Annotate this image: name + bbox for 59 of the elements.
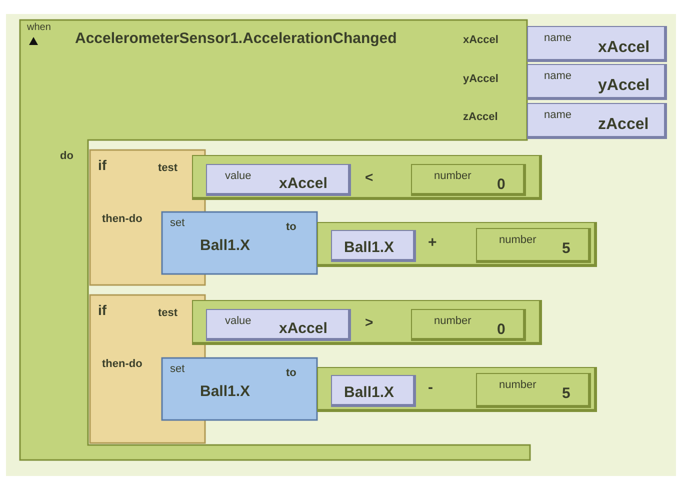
operator-label: > (365, 315, 374, 329)
parameter-label: xAccel (463, 35, 498, 46)
operator-label: - (428, 380, 433, 395)
set-block (162, 212, 317, 274)
math-block (317, 222, 597, 267)
keyword-label: value (225, 316, 252, 327)
math-block (317, 367, 597, 412)
socket-label: then-do (102, 214, 142, 225)
socket-label: then-do (102, 359, 142, 370)
keyword-label: do (60, 151, 74, 162)
socket-label: test (158, 308, 178, 319)
keyword-label: if (98, 303, 107, 317)
value-block (206, 309, 351, 341)
operator-label: + (428, 235, 437, 250)
number-block (411, 309, 526, 341)
variable-name: xAccel (279, 321, 328, 336)
getter-block (331, 230, 416, 262)
number-value: 5 (562, 241, 570, 256)
property-name: Ball1.X (344, 240, 394, 255)
keyword-label: name (544, 71, 572, 82)
parameter-label: zAccel (463, 112, 498, 123)
parameter-block (527, 64, 667, 100)
operator-label: < (365, 170, 374, 184)
keyword-label: value (225, 171, 252, 182)
parameter-name: xAccel (598, 40, 650, 56)
parameter-label: yAccel (463, 74, 498, 85)
property-name: Ball1.X (344, 385, 394, 400)
parameter-block (527, 103, 667, 139)
variable-name: xAccel (279, 176, 328, 191)
comparison-block (192, 155, 542, 200)
keyword-label: number (499, 235, 536, 246)
keyword-label: name (544, 110, 572, 121)
property-name: Ball1.X (200, 384, 250, 399)
number-block (476, 373, 591, 408)
keyword-label: to (286, 368, 296, 379)
number-value: 5 (562, 386, 570, 401)
set-block (162, 358, 317, 420)
parameter-name: zAccel (598, 117, 649, 133)
number-block (411, 164, 526, 196)
keyword-label: set (170, 364, 185, 375)
keyword-label: if (98, 158, 107, 172)
keyword-label: to (286, 222, 296, 233)
parameter-name: yAccel (598, 78, 650, 94)
comparison-block (192, 300, 542, 345)
keyword-label: number (434, 171, 472, 182)
parameter-block (527, 26, 667, 62)
property-name: Ball1.X (200, 238, 250, 253)
number-block (476, 228, 591, 263)
event-name: AccelerometerSensor1.AccelerationChanged (75, 31, 397, 46)
keyword-label: set (170, 218, 185, 229)
keyword-label: number (434, 316, 472, 327)
keyword-label: number (499, 380, 536, 391)
value-block (206, 164, 351, 196)
getter-block (331, 375, 416, 407)
keyword-label: name (544, 33, 572, 44)
keyword-label: when (27, 23, 51, 33)
socket-label: test (158, 163, 178, 174)
number-value: 0 (497, 322, 506, 337)
number-value: 0 (497, 177, 506, 192)
